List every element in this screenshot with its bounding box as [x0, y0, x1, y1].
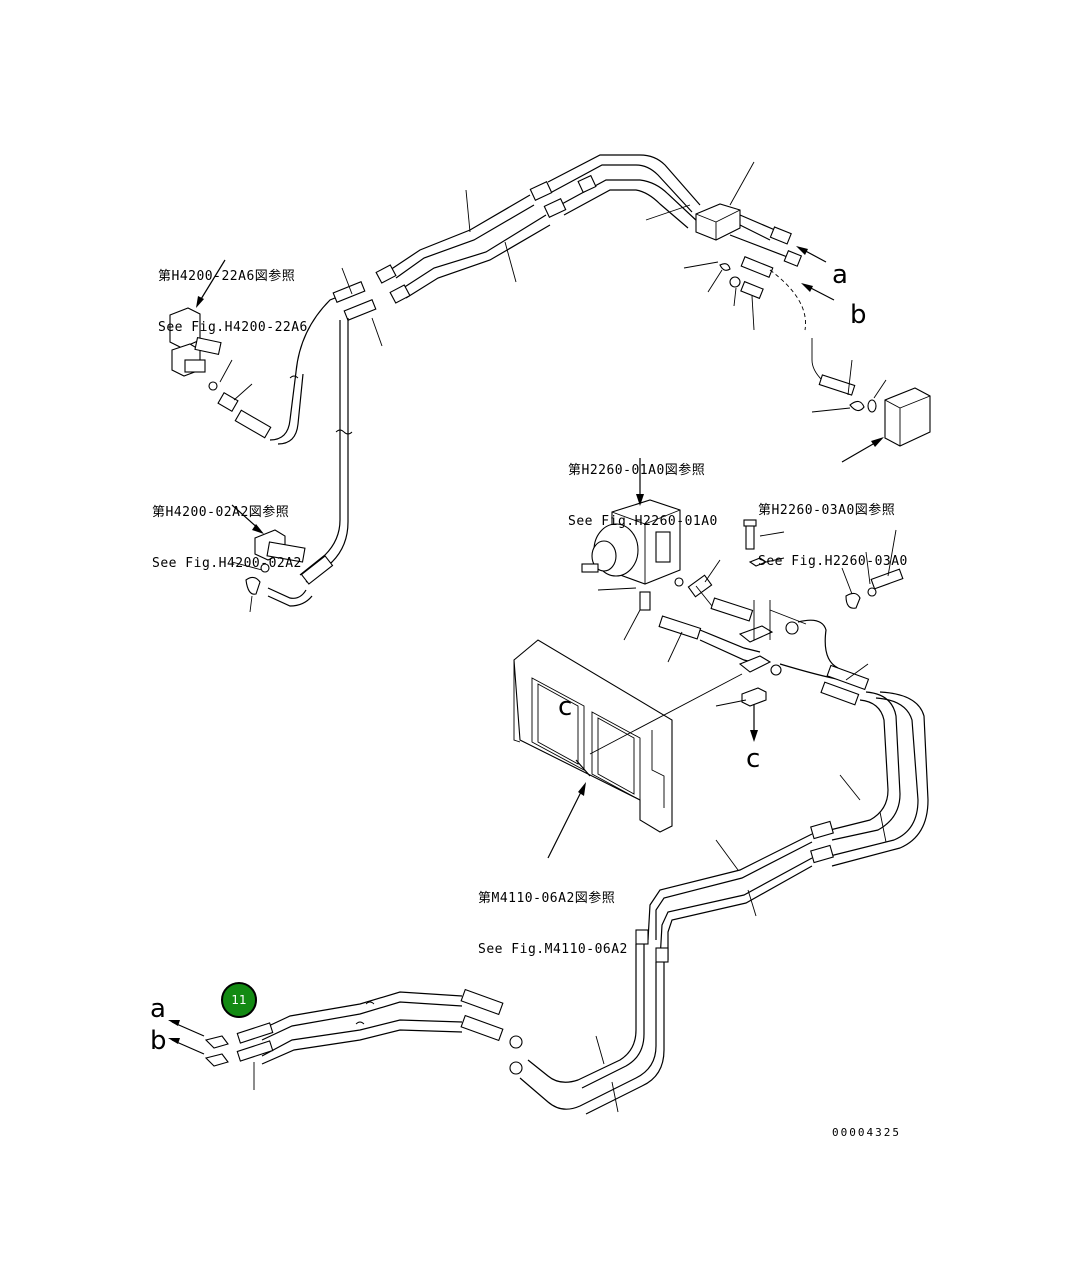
part-callout-label: 11: [231, 993, 247, 1007]
control-valve-right: [811, 359, 931, 463]
ref-en-m4110-06a2: See Fig.M4110-06A2: [478, 942, 628, 957]
marker-b-bottom: b: [150, 1026, 167, 1056]
marker-c-clamp: c: [746, 744, 761, 774]
marker-b-top: b: [850, 300, 867, 330]
marker-c-panel: c: [558, 692, 573, 722]
ref-jp-m4110-06a2: 第M4110-06A2図参照: [478, 891, 616, 906]
ref-label-h4200-22a6: 第H4200-22A6図参照 See Fig.H4200-22A6: [158, 234, 308, 353]
ref-label-h4200-02a2: 第H4200-02A2図参照 See Fig.H4200-02A2: [152, 470, 302, 589]
right-hose-pair: [635, 691, 929, 963]
marker-a-bottom: a: [150, 994, 166, 1024]
ref-en-h4200-22a6: See Fig.H4200-22A6: [158, 320, 308, 335]
centre-hoses: [658, 519, 904, 742]
ref-jp-h4200-02a2: 第H4200-02A2図参照: [152, 505, 290, 520]
bottom-hose-run: [168, 944, 665, 1115]
ref-label-m4110-06a2: 第M4110-06A2図参照 See Fig.M4110-06A2: [478, 856, 628, 975]
ref-label-h2260-03a0: 第H2260-03A0図参照 See Fig.H2260-03A0: [758, 468, 908, 587]
drawing-serial-number: 00004325: [832, 1126, 901, 1139]
ref-en-h2260-03a0: See Fig.H2260-03A0: [758, 554, 908, 569]
upper-hose-pair: [375, 154, 755, 304]
pump-h2260-01a0: [581, 458, 721, 641]
valve-h4200-22a6: [169, 259, 383, 445]
ref-en-h4200-02a2: See Fig.H4200-02A2: [152, 556, 302, 571]
cab-panel-m4110-06a2: [513, 639, 743, 859]
ref-label-h2260-01a0: 第H2260-01A0図参照 See Fig.H2260-01A0: [568, 428, 718, 547]
part-callout-11[interactable]: 11: [221, 982, 257, 1018]
ref-jp-h2260-03a0: 第H2260-03A0図参照: [758, 503, 896, 518]
junction-hardware: [683, 256, 823, 381]
junction-block: [695, 203, 835, 301]
left-vertical-pipe: [289, 318, 353, 585]
ref-jp-h2260-01a0: 第H2260-01A0図参照: [568, 463, 706, 478]
marker-a-top: a: [832, 260, 848, 290]
valve-h4200-02a2: [231, 504, 313, 613]
ref-en-h2260-01a0: See Fig.H2260-01A0: [568, 514, 718, 529]
ref-jp-h4200-22a6: 第H4200-22A6図参照: [158, 269, 296, 284]
